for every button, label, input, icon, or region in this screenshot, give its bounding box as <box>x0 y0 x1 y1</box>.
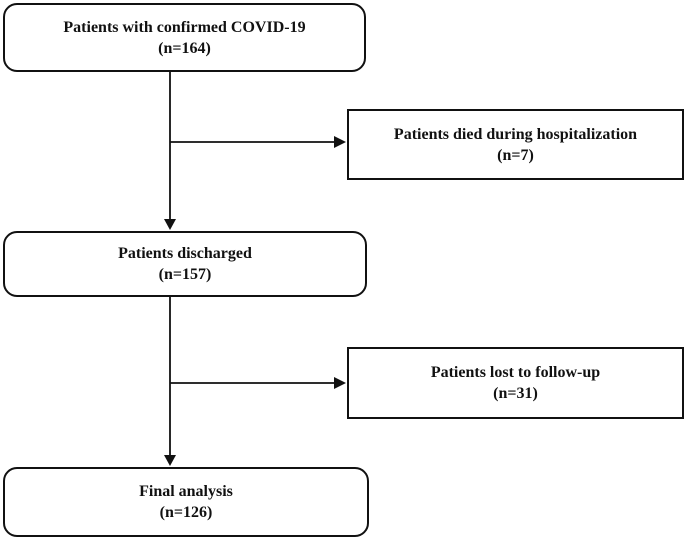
arrow-discharged-to-lost <box>170 377 346 389</box>
node-count: (n=157) <box>158 266 212 283</box>
arrow-confirmed-to-died <box>170 136 346 148</box>
node-count: (n=126) <box>159 504 213 521</box>
node-died-hospitalization: Patients died during hospitalization (n=… <box>347 109 684 180</box>
node-label: Patients lost to follow-up <box>430 364 601 381</box>
node-label: Patients with confirmed COVID-19 <box>63 18 306 36</box>
node-final-analysis: Final analysis (n=126) <box>3 467 369 537</box>
node-discharged: Patients discharged (n=157) <box>3 231 367 297</box>
node-label: Final analysis <box>139 483 233 500</box>
node-confirmed-covid: Patients with confirmed COVID-19 (n=164) <box>3 3 366 72</box>
node-label: Patients died during hospitalization <box>393 125 638 143</box>
node-count: (n=7) <box>497 146 534 164</box>
node-count: (n=31) <box>493 385 538 402</box>
arrow-discharged-to-final <box>164 297 176 466</box>
node-label: Patients discharged <box>118 245 252 262</box>
node-count: (n=164) <box>158 39 211 57</box>
arrow-confirmed-to-discharged <box>164 72 176 230</box>
node-lost-to-followup: Patients lost to follow-up (n=31) <box>347 347 684 419</box>
